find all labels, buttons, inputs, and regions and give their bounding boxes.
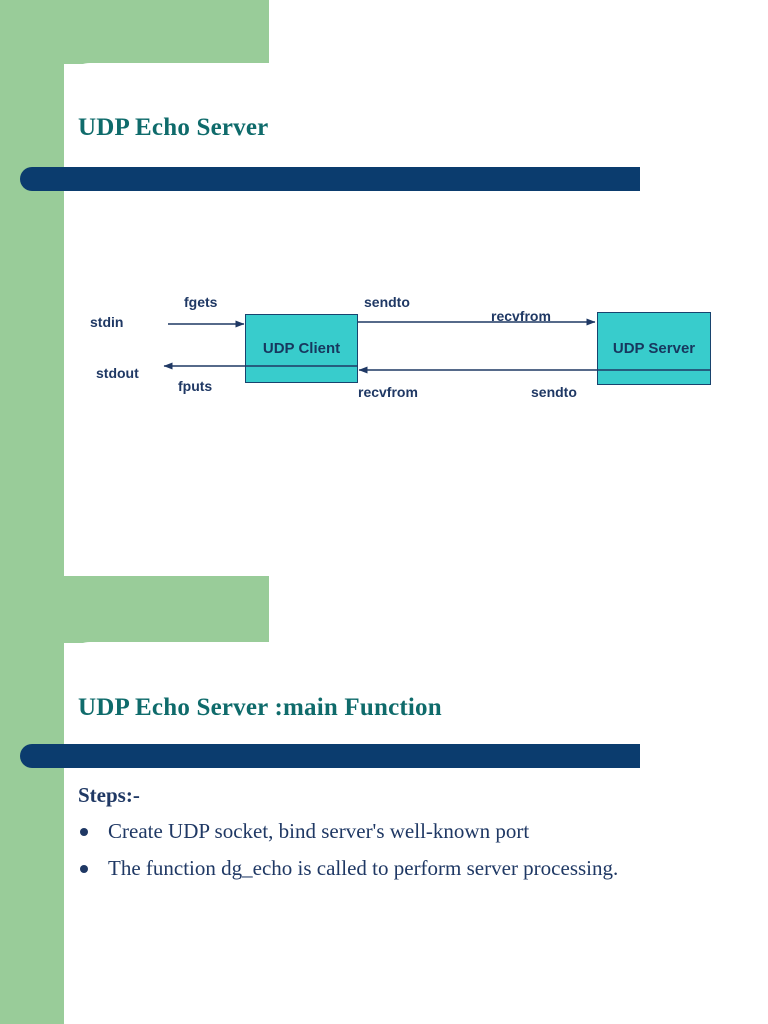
diagram-label-sendto-client: sendto bbox=[364, 294, 410, 310]
diagram-label-fgets: fgets bbox=[184, 294, 218, 310]
list-item-text: Create UDP socket, bind server's well-kn… bbox=[108, 819, 530, 843]
slide-2-title-rule bbox=[20, 744, 640, 768]
slide-1-title-rule bbox=[20, 167, 640, 191]
slide-2-title: UDP Echo Server :main Function bbox=[78, 694, 442, 721]
list-item-text: The function dg_echo is called to perfor… bbox=[108, 856, 619, 880]
steps-bullet-list: Create UDP socket, bind server's well-kn… bbox=[76, 816, 746, 890]
diagram-label-sendto-server: sendto bbox=[531, 384, 577, 400]
slide-2-panel bbox=[64, 642, 768, 1024]
diagram-node-udp-server-label: UDP Server bbox=[612, 340, 696, 357]
diagram-label-stdout: stdout bbox=[96, 365, 139, 381]
diagram-label-recvfrom-server: recvfrom bbox=[491, 308, 551, 324]
green-block-middle bbox=[0, 576, 269, 643]
slide-1-title: UDP Echo Server bbox=[78, 114, 269, 141]
diagram-node-udp-client: UDP Client bbox=[245, 314, 358, 383]
diagram-node-udp-server: UDP Server bbox=[597, 312, 711, 385]
list-item: The function dg_echo is called to perfor… bbox=[76, 853, 746, 883]
diagram-label-recvfrom-client: recvfrom bbox=[358, 384, 418, 400]
list-item: Create UDP socket, bind server's well-kn… bbox=[76, 816, 746, 846]
bullet-dot-icon bbox=[80, 865, 88, 873]
diagram-label-stdin: stdin bbox=[90, 314, 124, 330]
steps-heading: Steps:- bbox=[78, 783, 140, 807]
diagram-node-udp-client-label: UDP Client bbox=[262, 340, 341, 357]
bullet-dot-icon bbox=[80, 828, 88, 836]
green-left-strip bbox=[0, 0, 64, 1024]
green-block-top bbox=[0, 0, 269, 64]
diagram-label-fputs: fputs bbox=[178, 378, 213, 394]
